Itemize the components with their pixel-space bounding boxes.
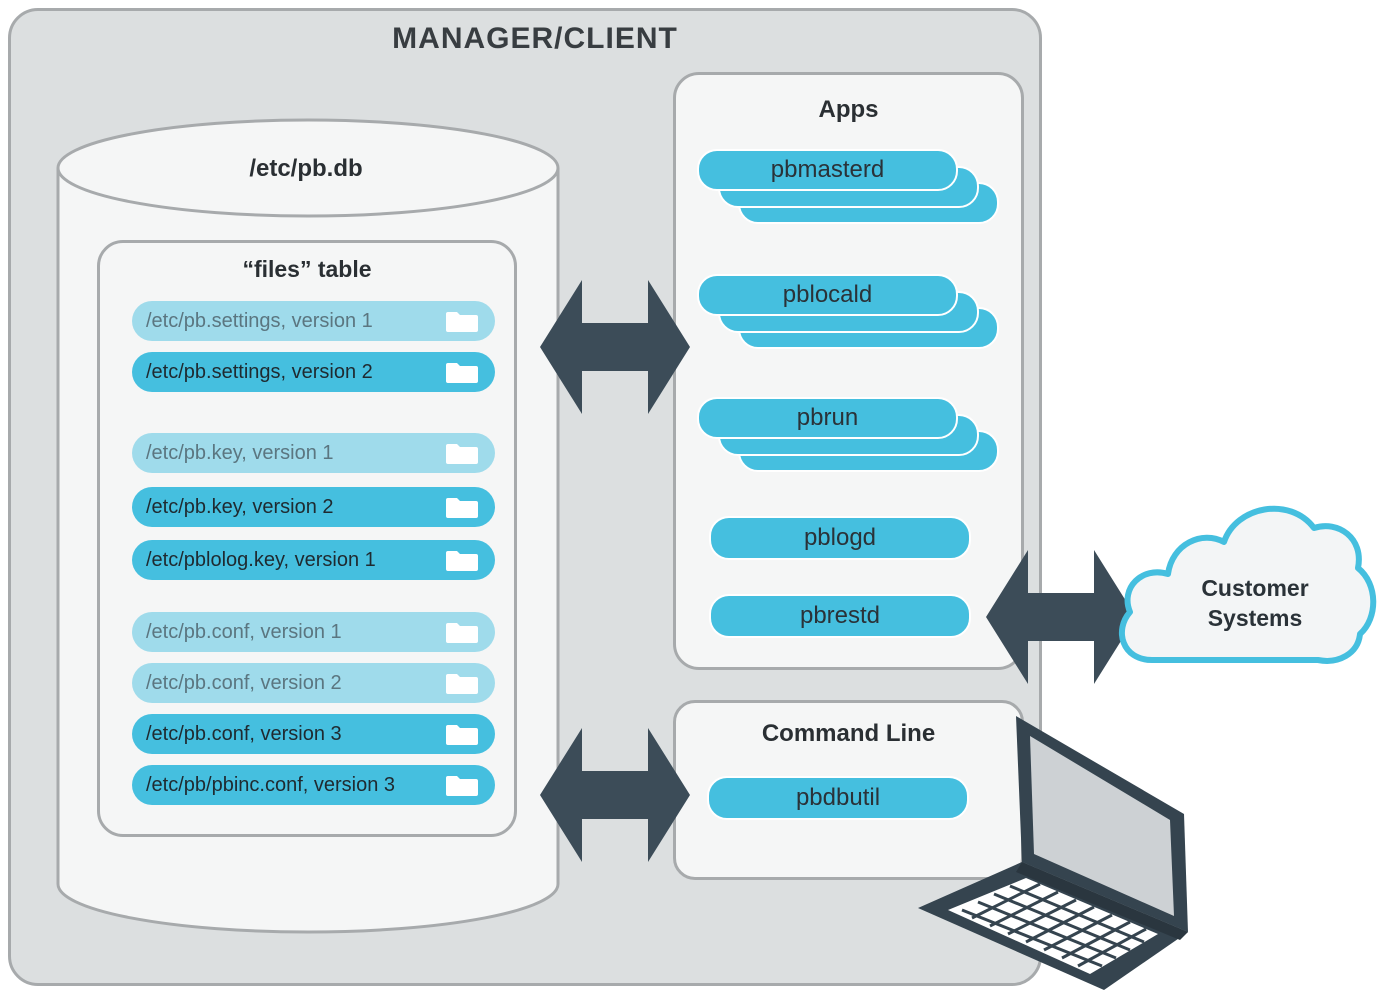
file-row-label: /etc/pb.conf, version 2 (146, 672, 342, 694)
file-row-label: /etc/pb.conf, version 1 (146, 621, 342, 643)
double-arrow-icon (540, 728, 690, 862)
file-row[interactable]: /etc/pb.conf, version 1 (132, 612, 495, 652)
file-row-label: /etc/pb.settings, version 1 (146, 310, 373, 332)
cli-pill-pbdbutil[interactable] (707, 776, 969, 820)
cloud-label-line1: Customer (1201, 575, 1309, 601)
file-row[interactable]: /etc/pb.conf, version 3 (132, 714, 495, 754)
folder-icon (446, 551, 478, 571)
app-label: pbmasterd (770, 156, 885, 183)
app-pill-pbmasterd[interactable] (697, 149, 958, 191)
cli-label: pbdbutil (795, 784, 881, 811)
file-row[interactable]: /etc/pblolog.key, version 1 (132, 540, 495, 580)
file-row-label: /etc/pb.conf, version 3 (146, 723, 342, 745)
folder-icon (446, 312, 478, 332)
folder-icon (446, 363, 478, 383)
folder-icon (446, 498, 478, 518)
double-arrow-icon (986, 550, 1136, 684)
file-row-label: /etc/pblolog.key, version 1 (146, 549, 376, 571)
file-row[interactable]: /etc/pb.settings, version 1 (132, 301, 495, 341)
file-row[interactable]: /etc/pb.key, version 1 (132, 433, 495, 473)
folder-icon (446, 623, 478, 643)
double-arrow-icon (540, 280, 690, 414)
app-pill-pblogd[interactable] (709, 516, 971, 560)
command-line-title: Command Line (761, 720, 936, 747)
app-label: pblogd (803, 524, 877, 551)
file-row-label: /etc/pb/pbinc.conf, version 3 (146, 774, 396, 796)
app-pill-pblocald[interactable] (697, 274, 958, 316)
file-row-label: /etc/pb.settings, version 2 (146, 361, 373, 383)
folder-icon (446, 776, 478, 796)
cloud-label: Customer Systems (1180, 573, 1330, 633)
database-name: /etc/pb.db (249, 155, 363, 182)
file-row-label: /etc/pb.key, version 2 (146, 496, 334, 518)
app-label: pbrestd (799, 602, 881, 629)
laptop-icon (918, 716, 1188, 990)
files-table-title: “files” table (242, 256, 372, 282)
folder-icon (446, 674, 478, 694)
app-pill-pbrestd[interactable] (709, 594, 971, 638)
file-row[interactable]: /etc/pb.conf, version 2 (132, 663, 495, 703)
file-row[interactable]: /etc/pb.settings, version 2 (132, 352, 495, 392)
apps-title: Apps (818, 96, 879, 123)
folder-icon (446, 444, 478, 464)
file-row-label: /etc/pb.key, version 1 (146, 442, 334, 464)
folder-icon (446, 725, 478, 745)
app-label: pblocald (782, 281, 873, 308)
manager-client-title: MANAGER/CLIENT (392, 22, 678, 55)
cloud-label-line2: Systems (1207, 605, 1303, 631)
app-pill-pbrun[interactable] (697, 397, 958, 439)
file-row[interactable]: /etc/pb.key, version 2 (132, 487, 495, 527)
file-row[interactable]: /etc/pb/pbinc.conf, version 3 (132, 765, 495, 805)
cloud-icon (1119, 505, 1377, 664)
app-label: pbrun (796, 404, 859, 431)
